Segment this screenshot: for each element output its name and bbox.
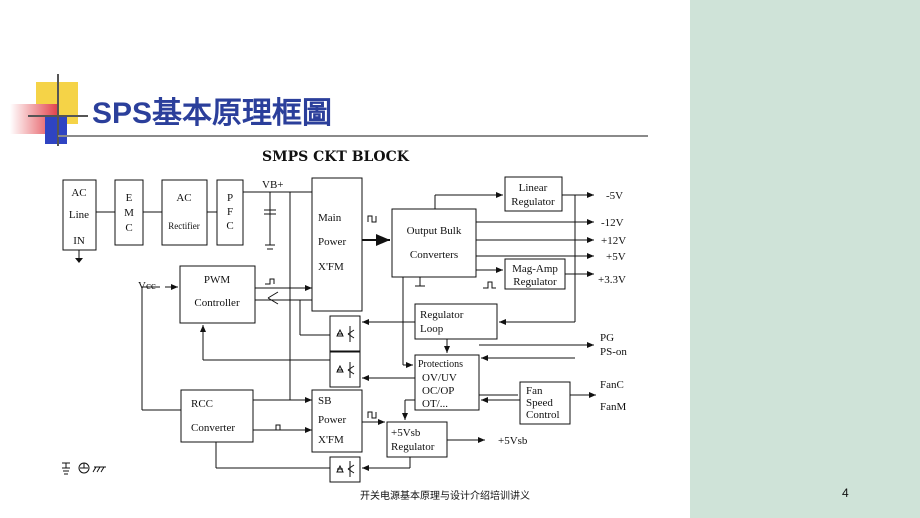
emc-label-1: E	[126, 192, 133, 204]
block-protections: Protections OV/UV OC/OP OT/...	[414, 354, 480, 411]
reg-loop-label-2: Loop	[420, 323, 444, 335]
vb-plus-label: VB+	[262, 179, 283, 191]
main-xfm-label-3: X'FM	[318, 261, 344, 273]
background-panel	[690, 0, 920, 518]
block-ac-rectifier: AC Rectifier	[161, 179, 208, 246]
fan-label-3: Control	[526, 409, 560, 421]
title-decoration-hline	[28, 115, 88, 117]
ac-line-label-3: IN	[73, 235, 85, 247]
fan-label-1: Fan	[526, 385, 543, 397]
block-sb-xfm: SB Power X'FM	[311, 389, 363, 453]
diagram-subtitle: SMPS CKT BLOCK	[262, 149, 409, 165]
block-5vsb-regulator: +5Vsb Regulator	[386, 421, 448, 458]
pfc-label-2: F	[227, 206, 233, 218]
ac-line-label-2: Line	[69, 209, 89, 221]
rcc-label-1: RCC	[191, 398, 213, 410]
output-5vsb-label: +5Vsb	[498, 435, 528, 447]
pg-label: PG	[600, 332, 614, 344]
output-3v3-label: +3.3V	[598, 274, 626, 286]
main-xfm-label-2: Power	[318, 236, 346, 248]
linear-label-2: Regulator	[511, 196, 555, 208]
mag-amp-label-2: Regulator	[513, 276, 557, 288]
fanm-label: FanM	[600, 401, 627, 413]
block-rcc-converter: RCC Converter	[180, 389, 254, 443]
vcc-label: Vcc	[138, 280, 156, 292]
fanc-label: FanC	[600, 379, 624, 391]
page-number: 4	[842, 486, 849, 500]
sb-xfm-label-2: Power	[318, 414, 346, 426]
protections-label-2: OV/UV	[422, 372, 457, 384]
reg-loop-label-1: Regulator	[420, 309, 464, 321]
block-pwm-controller: PWM Controller	[179, 265, 256, 324]
rectifier-label-1: AC	[176, 192, 191, 204]
block-mag-amp-regulator: Mag-Amp Regulator	[504, 258, 566, 290]
ps-on-label: PS-on	[600, 346, 627, 358]
emc-label-2: M	[124, 207, 134, 219]
block-pfc: P F C	[216, 179, 244, 246]
output-bulk-label-1: Output Bulk	[407, 225, 462, 237]
block-linear-regulator: Linear Regulator	[504, 176, 563, 212]
main-connections	[75, 191, 390, 400]
emc-label-3: C	[125, 222, 132, 234]
protections-label-1: Protections	[418, 359, 463, 370]
output-plus12-label: +12V	[601, 235, 626, 247]
protection-connections	[362, 339, 596, 420]
sb-xfm-label-3: X'FM	[318, 434, 344, 446]
main-xfm-label-1: Main	[318, 212, 342, 224]
pfc-label-1: P	[227, 192, 233, 204]
pfc-label-3: C	[226, 220, 233, 232]
rectifier-label-2: Rectifier	[168, 221, 199, 231]
block-regulator-loop: Regulator Loop	[414, 303, 498, 340]
output-minus5-label: -5V	[606, 190, 623, 202]
ground-symbols	[62, 462, 106, 475]
optocoupler-2	[329, 351, 361, 388]
linear-label-1: Linear	[519, 182, 548, 194]
block-main-xfm: Main Power X'FM	[311, 177, 363, 312]
vsb-reg-label-1: +5Vsb	[391, 427, 421, 439]
output-minus12-label: -12V	[601, 217, 624, 229]
sb-xfm-label-1: SB	[318, 395, 331, 407]
mag-amp-label-1: Mag-Amp	[512, 263, 558, 275]
protections-label-4: OT/...	[422, 398, 448, 410]
title-decoration-blue	[45, 116, 67, 144]
block-ac-line: AC Line IN	[62, 179, 97, 251]
pwm-label-2: Controller	[194, 297, 240, 309]
protections-label-3: OC/OP	[422, 385, 454, 397]
optocoupler-3	[329, 456, 361, 483]
control-connections	[141, 284, 485, 471]
output-plus5-label: +5V	[606, 251, 626, 263]
output-bulk-label-2: Converters	[410, 249, 458, 261]
output-connections	[362, 192, 594, 368]
block-emc: E M C	[114, 179, 144, 246]
ac-line-label-1: AC	[71, 187, 86, 199]
rcc-label-2: Converter	[191, 422, 235, 434]
slide-footer: 开关电源基本原理与设计介绍培训讲义	[360, 491, 530, 502]
title-decoration-vline	[57, 74, 59, 146]
block-fan-speed-control: Fan Speed Control	[519, 381, 571, 425]
block-output-bulk: Output Bulk Converters	[391, 208, 477, 278]
vsb-reg-label-2: Regulator	[391, 441, 435, 453]
slide-title: SPS基本原理框圖	[92, 97, 333, 130]
pwm-label-1: PWM	[204, 274, 231, 286]
title-underline	[58, 135, 648, 137]
optocoupler-1	[329, 315, 361, 352]
fan-label-2: Speed	[526, 397, 553, 409]
